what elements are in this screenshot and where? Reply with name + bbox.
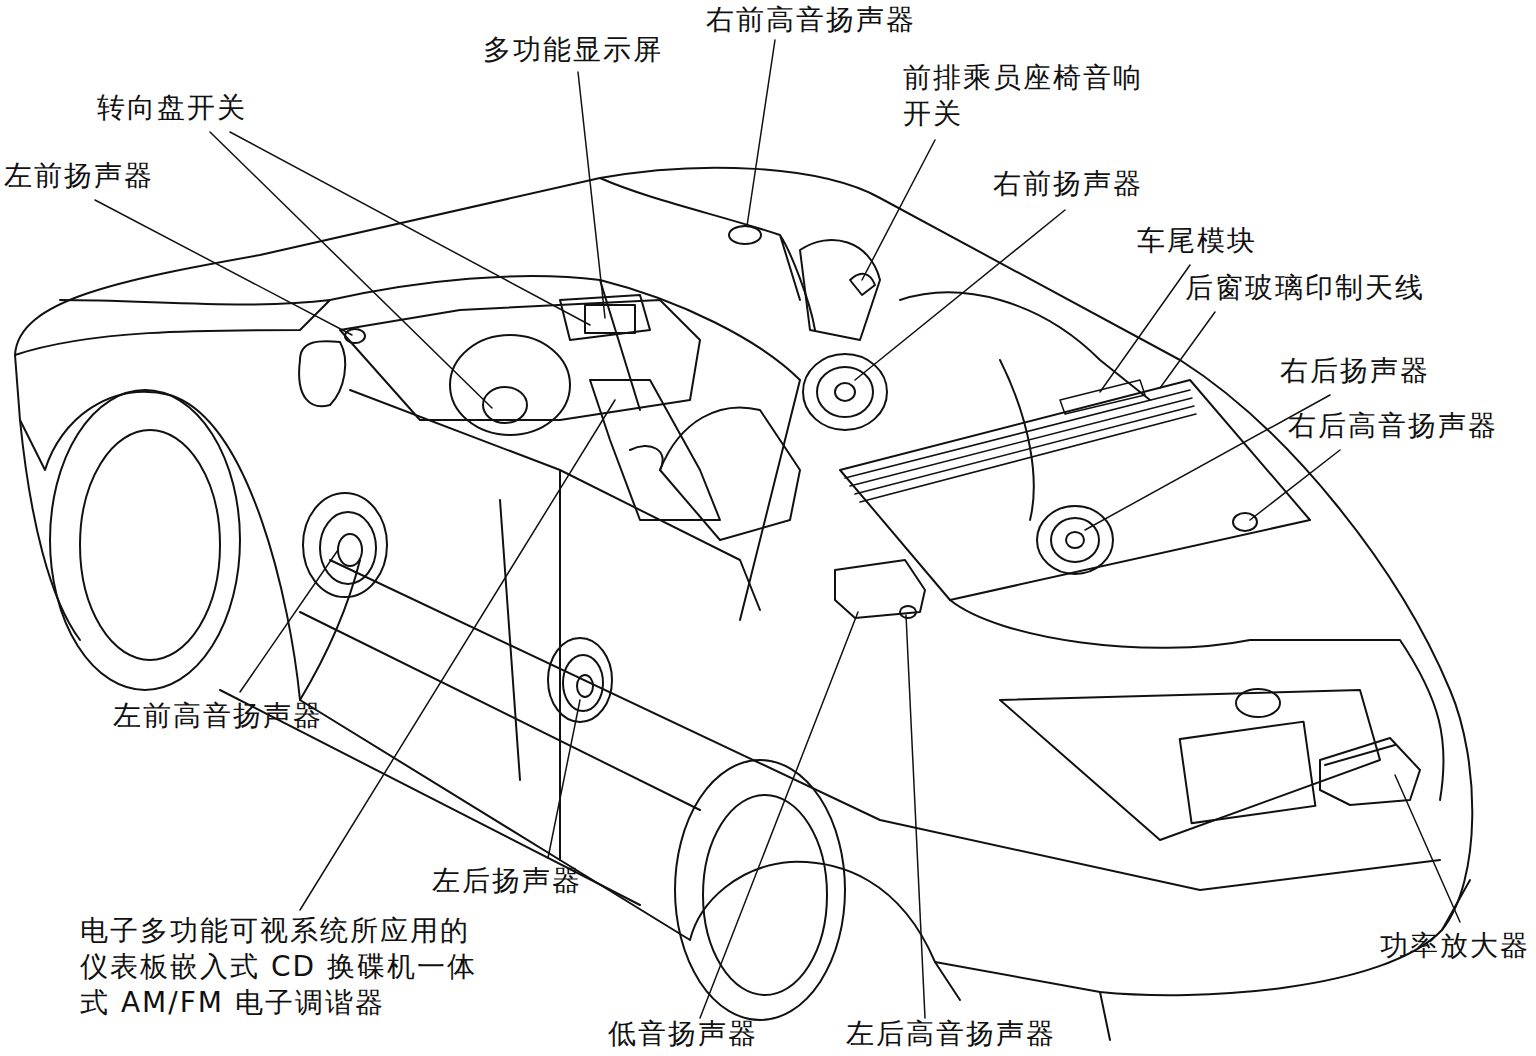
part-label: 车尾模块 xyxy=(1137,223,1257,259)
part-label: 多功能显示屏 xyxy=(483,32,663,68)
leader-lines xyxy=(95,40,1460,1018)
part-label: 左后高音扬声器 xyxy=(846,1016,1056,1052)
speakers xyxy=(303,226,1257,722)
part-label: 右后高音扬声器 xyxy=(1288,408,1498,444)
subwoofer-box xyxy=(835,560,925,618)
car-body xyxy=(15,168,1472,995)
car-side-line xyxy=(300,560,1440,890)
part-label: 电子多功能可视系统所应用的 仪表板嵌入式 CD 换碟机一体式 AM/FM 电子调… xyxy=(80,913,505,1021)
part-label: 右前高音扬声器 xyxy=(706,2,916,38)
front-wheel-rim xyxy=(80,430,220,660)
part-label: 前排乘员座椅音响 开关 xyxy=(903,60,1161,132)
trunk xyxy=(950,600,1444,840)
front-wheel xyxy=(50,390,240,690)
rear-wheel xyxy=(675,760,845,1020)
trunk-logo xyxy=(1236,689,1280,717)
part-label: 左前扬声器 xyxy=(4,158,154,194)
mirror xyxy=(299,341,345,406)
rear-window-antenna xyxy=(845,380,1196,502)
center-console xyxy=(590,380,720,520)
dashboard xyxy=(340,295,700,420)
part-label: 功率放大器 xyxy=(1380,928,1530,964)
rear-wheel-rim xyxy=(703,795,827,995)
part-label: 转向盘开关 xyxy=(97,90,247,126)
power-amplifier xyxy=(1320,738,1420,805)
part-label: 左前高音扬声器 xyxy=(113,698,323,734)
front-seat xyxy=(660,240,880,540)
a-pillar xyxy=(330,276,800,620)
part-label: 右前扬声器 xyxy=(993,166,1143,202)
hood xyxy=(15,300,330,355)
rear-seat xyxy=(900,293,1150,521)
part-label: 低音扬声器 xyxy=(608,1016,758,1052)
dash-right xyxy=(600,178,815,330)
license-plate xyxy=(1180,722,1316,824)
part-label: 左后扬声器 xyxy=(432,863,582,899)
part-label: 后窗玻璃印制天线 xyxy=(1185,270,1425,306)
door-frame xyxy=(350,390,760,860)
display-screen xyxy=(585,305,635,333)
part-label: 右后扬声器 xyxy=(1280,353,1430,389)
